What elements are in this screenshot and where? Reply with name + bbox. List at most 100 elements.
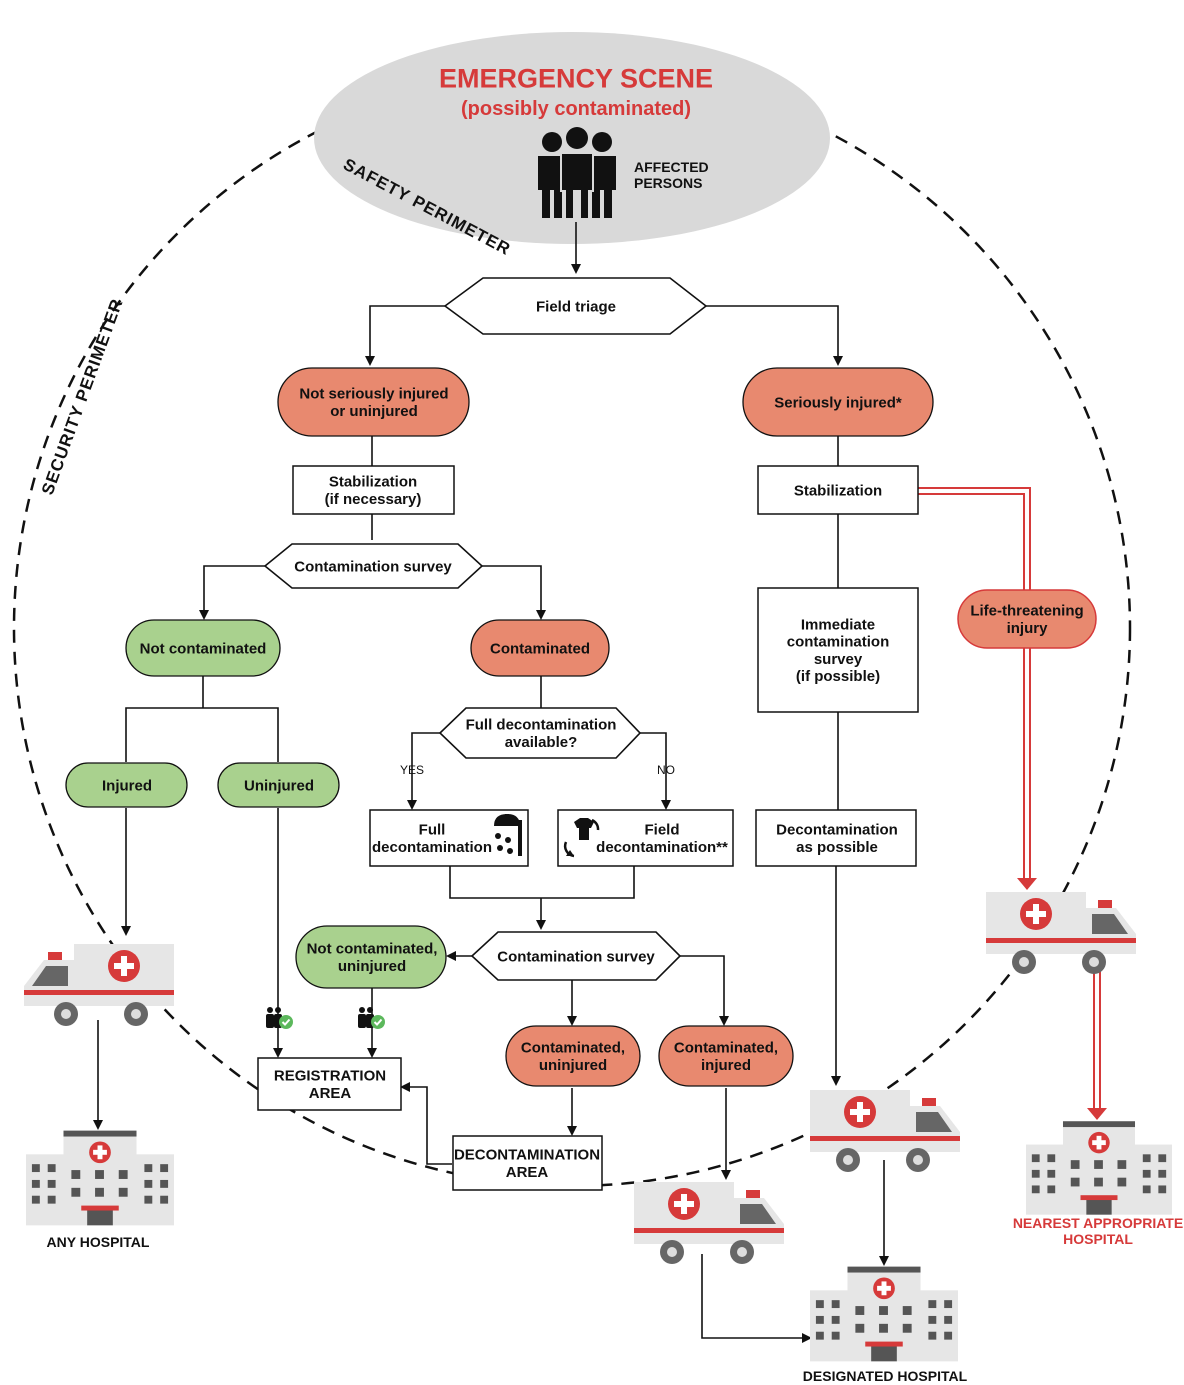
text-line: Contaminated, [674,1040,778,1057]
decon-as-possible-box [755,809,917,867]
text-line: Decontamination [776,822,898,839]
not-contaminated-uninjured-pill [295,925,447,989]
text-line: Not seriously injured [299,386,448,403]
yes-label: YES [400,763,424,777]
text-line: or uninjured [330,403,418,420]
text-line: (if possible) [796,668,880,685]
people-group-icon [538,127,616,220]
text-line: decontamination [372,839,492,856]
clothes-change-icon [563,818,600,858]
text-line: AREA [506,1164,549,1181]
text-line: REGISTRATION [274,1068,386,1085]
injured-label: Injured [102,777,152,794]
designated-hospital-caption: DESIGNATED HOSPITAL [803,1368,968,1384]
contamination-survey-1-label: Contamination survey [294,558,452,575]
security-perimeter-label: SECURITY PERIMETER [38,296,127,498]
people-check-icon [265,1006,294,1030]
text-line: Injured [102,777,152,794]
text-line: Stabilization [794,482,882,499]
text-line: available? [505,734,578,751]
text-line: Immediate [801,616,875,633]
not-contaminated-pill [125,619,281,677]
contamination-survey-2-hexagon [470,931,682,981]
text-line: AREA [309,1085,352,1102]
hospital-icon [810,1266,958,1362]
injured-pill [65,762,188,808]
any-hospital-caption: ANY HOSPITAL [47,1234,150,1250]
seriously-injured-pill [742,367,934,437]
text-line: Seriously injured* [774,394,902,411]
text-line: NEAREST APPROPRIATE [1013,1215,1183,1231]
contaminated-injured-pill [658,1025,794,1087]
text-line: ANY HOSPITAL [47,1234,150,1250]
text-line: PERSONS [634,175,702,191]
emergency-scene-subtitle: (possibly contaminated) [461,98,691,120]
text-line: Field [644,822,679,839]
text-line: YES [400,763,424,777]
text-line: HOSPITAL [1063,1231,1133,1247]
stabilization-box [757,465,919,515]
text-line: NO [657,763,675,777]
hospital-icon [1026,1121,1172,1215]
ambulance-icon [634,1182,784,1264]
text-line: Not contaminated [140,640,267,657]
text-line: (if necessary) [325,491,422,508]
not-seriously-injured-pill [277,367,470,437]
field-triage-label: Field triage [536,298,616,315]
field-triage-hexagon [443,277,708,335]
people-check-icon [357,1006,386,1030]
seriously-injured-label: Seriously injured* [774,394,902,411]
text-line: decontamination** [596,839,728,856]
contaminated-label: Contaminated [490,640,590,657]
text-line: Contaminated [490,640,590,657]
contaminated-uninjured-label: Contaminated,uninjured [521,1040,625,1074]
text-line: Field triage [536,298,616,315]
not-contaminated-label: Not contaminated [140,640,267,657]
text-line: Full decontamination [466,717,617,734]
ambulance-icon [986,892,1136,974]
contamination-survey-1-hexagon [263,543,484,589]
contaminated-pill [470,619,610,677]
stabilization-if-necessary-label: Stabilization(if necessary) [325,474,422,508]
contaminated-uninjured-pill [505,1025,641,1087]
hospital-icon [26,1130,174,1226]
contaminated-injured-label: Contaminated,injured [674,1040,778,1074]
text-line: Uninjured [244,777,314,794]
emergency-scene-title: EMERGENCY SCENE [439,64,713,94]
registration-area-box [257,1057,402,1111]
text-line: Full [419,822,446,839]
uninjured-pill [217,762,340,808]
text-line: AFFECTED [634,159,709,175]
text-line: (possibly contaminated) [461,98,691,120]
life-threatening-pill [957,589,1097,649]
text-line: DESIGNATED HOSPITAL [803,1368,968,1384]
text-line: Contaminated, [521,1040,625,1057]
text-line: survey [814,651,863,668]
text-line: Not contaminated, [307,941,438,958]
not-contaminated-uninjured-label: Not contaminated,uninjured [307,941,438,975]
uninjured-label: Uninjured [244,777,314,794]
text-line: Life-threatening [970,603,1083,620]
immediate-survey-box [757,587,919,713]
text-line: Contamination survey [294,558,452,575]
full-decon-available-hexagon [438,707,642,759]
no-label: NO [657,763,675,777]
text-line: injured [701,1057,751,1074]
stabilization-if-necessary-box [292,465,455,515]
contamination-survey-2-label: Contamination survey [497,948,655,965]
text-line: as possible [796,839,878,856]
text-line: contamination [787,634,890,651]
text-line: Contamination survey [497,948,655,965]
decontamination-area-box [452,1135,603,1191]
